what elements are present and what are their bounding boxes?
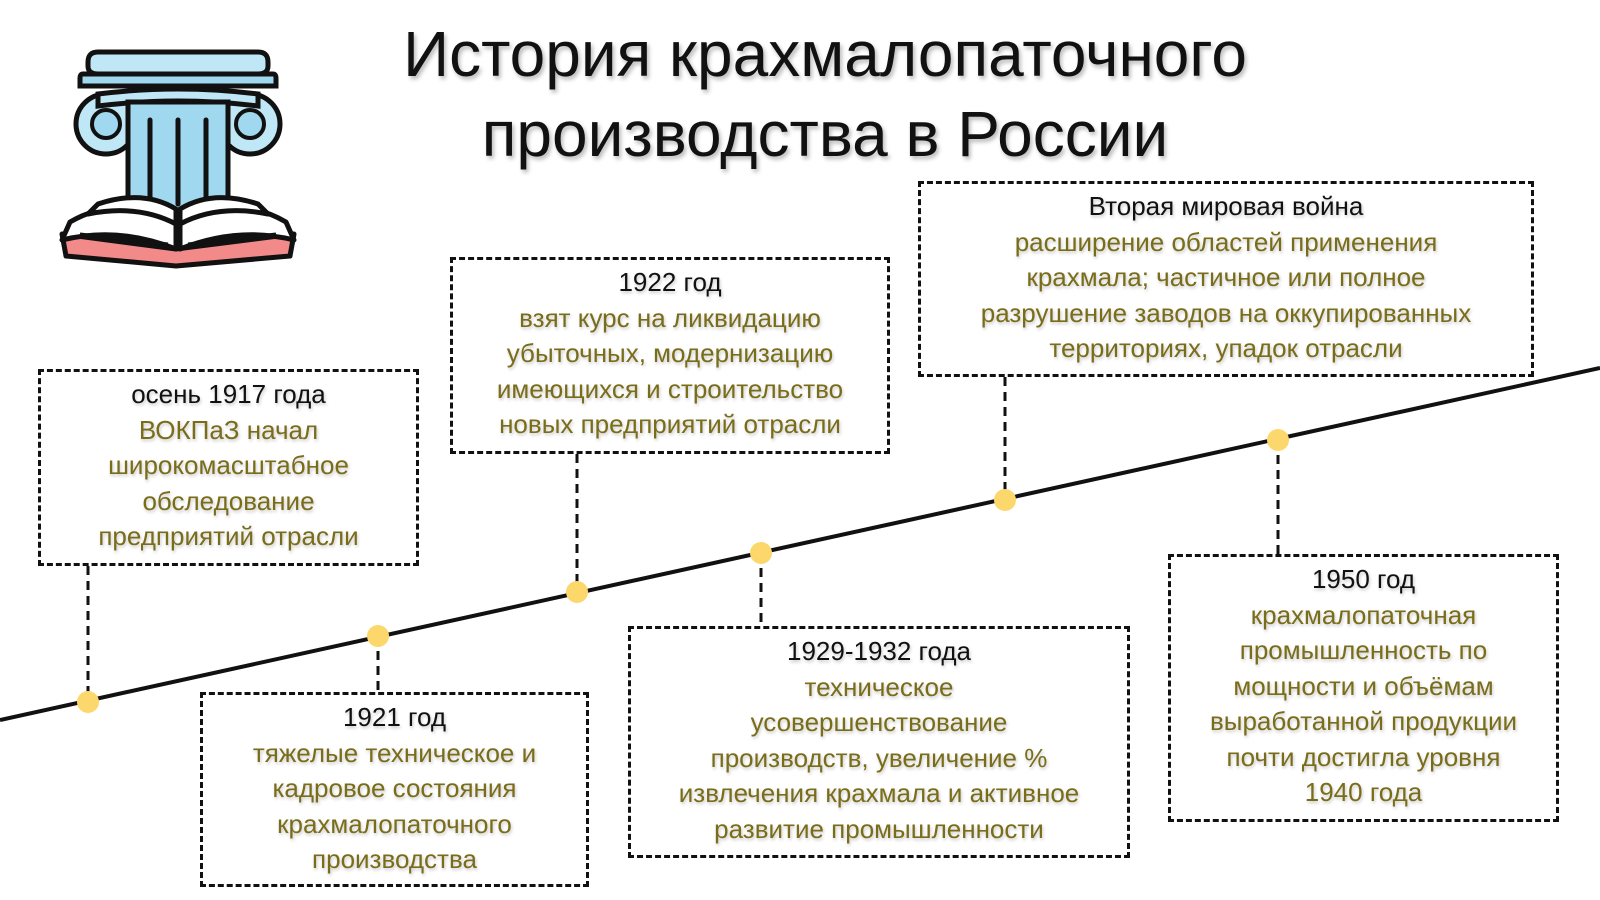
event-description-line: территориях, упадок отрасли: [1049, 333, 1403, 363]
event-date: осень 1917 года: [131, 379, 326, 409]
event-card-1921: 1921 год тяжелые техническое и кадровое …: [200, 692, 589, 887]
event-description-line: разрушение заводов на оккупированных: [980, 297, 1472, 328]
event-description-line: производства: [312, 844, 477, 874]
event-card-1929-1932: 1929-1932 года техническое усовершенство…: [628, 626, 1130, 858]
event-description-line: расширение областей применения: [1014, 226, 1438, 257]
event-description-line: имеющихся и строительство: [496, 373, 844, 404]
marker-1950: [1267, 429, 1289, 451]
marker-ww2: [994, 489, 1016, 511]
event-card-ww2: Вторая мировая война расширение областей…: [918, 181, 1534, 377]
marker-1922: [566, 581, 588, 603]
page-title: История крахмалопаточного производства в…: [300, 14, 1350, 174]
event-description-line: убыточных, модернизацию: [506, 338, 834, 368]
event-description-line: крахмалопаточного: [277, 808, 512, 839]
event-card-1917: осень 1917 года ВОКПаЗ начал широкомасшт…: [38, 369, 419, 566]
event-date: 1921 год: [342, 702, 447, 732]
event-description-line: производств, увеличение %: [710, 742, 1048, 773]
marker-1917: [77, 691, 99, 713]
event-description-line: мощности и объёмам: [1233, 670, 1494, 701]
event-description-line: промышленность по: [1239, 635, 1488, 665]
event-date: 1929-1932 года: [787, 636, 971, 666]
event-description-line: широкомасштабное: [108, 450, 349, 480]
event-description-line: 1940 года: [1304, 777, 1423, 807]
event-date: 1922 год: [618, 267, 722, 297]
event-description-line: техническое: [804, 671, 954, 702]
event-card-1922: 1922 год взят курс на ликвидацию убыточн…: [450, 257, 890, 454]
event-description-line: выработанной продукции: [1209, 706, 1518, 736]
event-description-line: крахмала; частичное или полное: [1026, 262, 1426, 292]
event-description-line: извлечения крахмала и активное: [678, 778, 1080, 808]
event-description-line: взят курс на ликвидацию: [519, 302, 821, 333]
event-description-line: кадровое состояния: [272, 773, 517, 803]
title-line-1: История крахмалопаточного: [403, 18, 1247, 90]
event-card-1950: 1950 год крахмалопаточная промышленность…: [1168, 554, 1559, 822]
event-description-line: тяжелые техническое и: [252, 737, 537, 768]
event-description-line: ВОКПаЗ начал: [138, 414, 319, 445]
event-date: Вторая мировая война: [1088, 191, 1364, 221]
event-description-line: новых предприятий отрасли: [499, 409, 841, 439]
marker-1929: [750, 542, 772, 564]
event-date: 1950 год: [1311, 564, 1416, 594]
event-description-line: предприятий отрасли: [98, 521, 359, 551]
event-description-line: почти достигла уровня: [1226, 741, 1501, 772]
timeline-axis: [0, 366, 1600, 722]
event-description-line: развитие промышленности: [714, 813, 1044, 844]
event-description-line: усовершенствование: [750, 707, 1008, 737]
marker-1921: [367, 625, 389, 647]
event-description-line: крахмалопаточная: [1250, 599, 1477, 630]
title-line-2: производства в России: [481, 98, 1169, 170]
event-description-line: обследование: [142, 485, 315, 516]
column-on-open-book-icon: [58, 44, 298, 279]
